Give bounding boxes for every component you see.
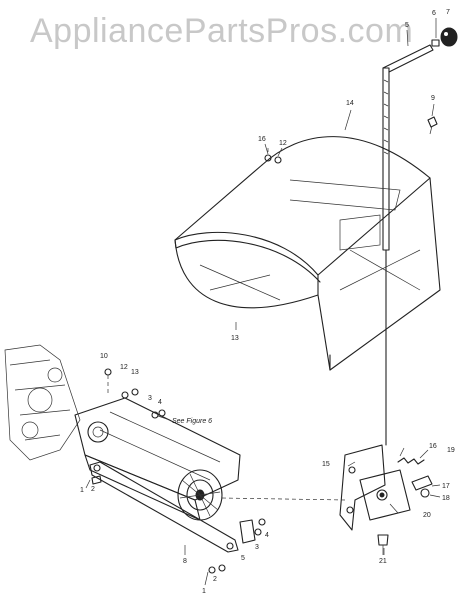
callout-15-left: 15 <box>322 461 330 468</box>
callout-5-lower: 5 <box>241 555 245 562</box>
rear-bracket <box>339 444 411 531</box>
tiller-frame <box>4 344 81 461</box>
callout-2-left: 2 <box>91 486 95 493</box>
callout-21: 21 <box>379 558 387 565</box>
callout-20: 20 <box>423 512 431 519</box>
callout-4-left: 4 <box>158 399 162 406</box>
shield-hardware <box>264 148 282 164</box>
callout-13: 13 <box>231 335 239 342</box>
bracket-clip <box>411 475 433 498</box>
drive-hub <box>177 469 223 521</box>
callout-6: 6 <box>432 10 436 17</box>
leader-lines <box>85 18 441 586</box>
callout-4-lower: 4 <box>265 532 269 539</box>
callout-16-right: 16 <box>429 443 437 450</box>
drive-shaft-line <box>221 497 346 501</box>
callout-1-lower: 1 <box>202 588 206 595</box>
depth-bar <box>89 461 239 553</box>
callout-16: 16 <box>258 136 266 143</box>
callout-2-lower: 2 <box>213 576 217 583</box>
callout-10: 10 <box>100 353 108 360</box>
callout-8: 8 <box>183 558 187 565</box>
callout-18: 18 <box>442 495 450 502</box>
screw-9-top <box>427 116 438 135</box>
callout-5: 5 <box>405 22 409 29</box>
callout-1-left: 1 <box>80 487 84 494</box>
callout-3-left: 3 <box>148 395 152 402</box>
rod-knob <box>440 27 458 47</box>
callout-19: 19 <box>447 447 455 454</box>
hardware-left <box>91 368 266 574</box>
callout-7: 7 <box>446 9 450 16</box>
callout-14: 14 <box>346 100 354 107</box>
tine-shield <box>174 136 441 371</box>
callout-12: 12 <box>279 140 287 147</box>
callout-3-lower: 3 <box>255 544 259 551</box>
bracket-spring <box>397 457 425 465</box>
bar-plate <box>239 519 256 544</box>
callout-13-left: 13 <box>131 369 139 376</box>
callout-17: 17 <box>442 483 450 490</box>
callout-9: 9 <box>431 95 435 102</box>
callout-12-left: 12 <box>120 364 128 371</box>
rod-bushing <box>431 39 440 47</box>
depth-control-rod <box>382 44 434 251</box>
callouts: 5 6 7 9 14 16 12 13 10 12 13 3 4 See Fig… <box>80 9 455 595</box>
bolt-21 <box>377 534 389 555</box>
watermark-logo: AppliancePartsPros.com <box>30 12 414 50</box>
figure-reference: See Figure 6 <box>172 418 212 425</box>
